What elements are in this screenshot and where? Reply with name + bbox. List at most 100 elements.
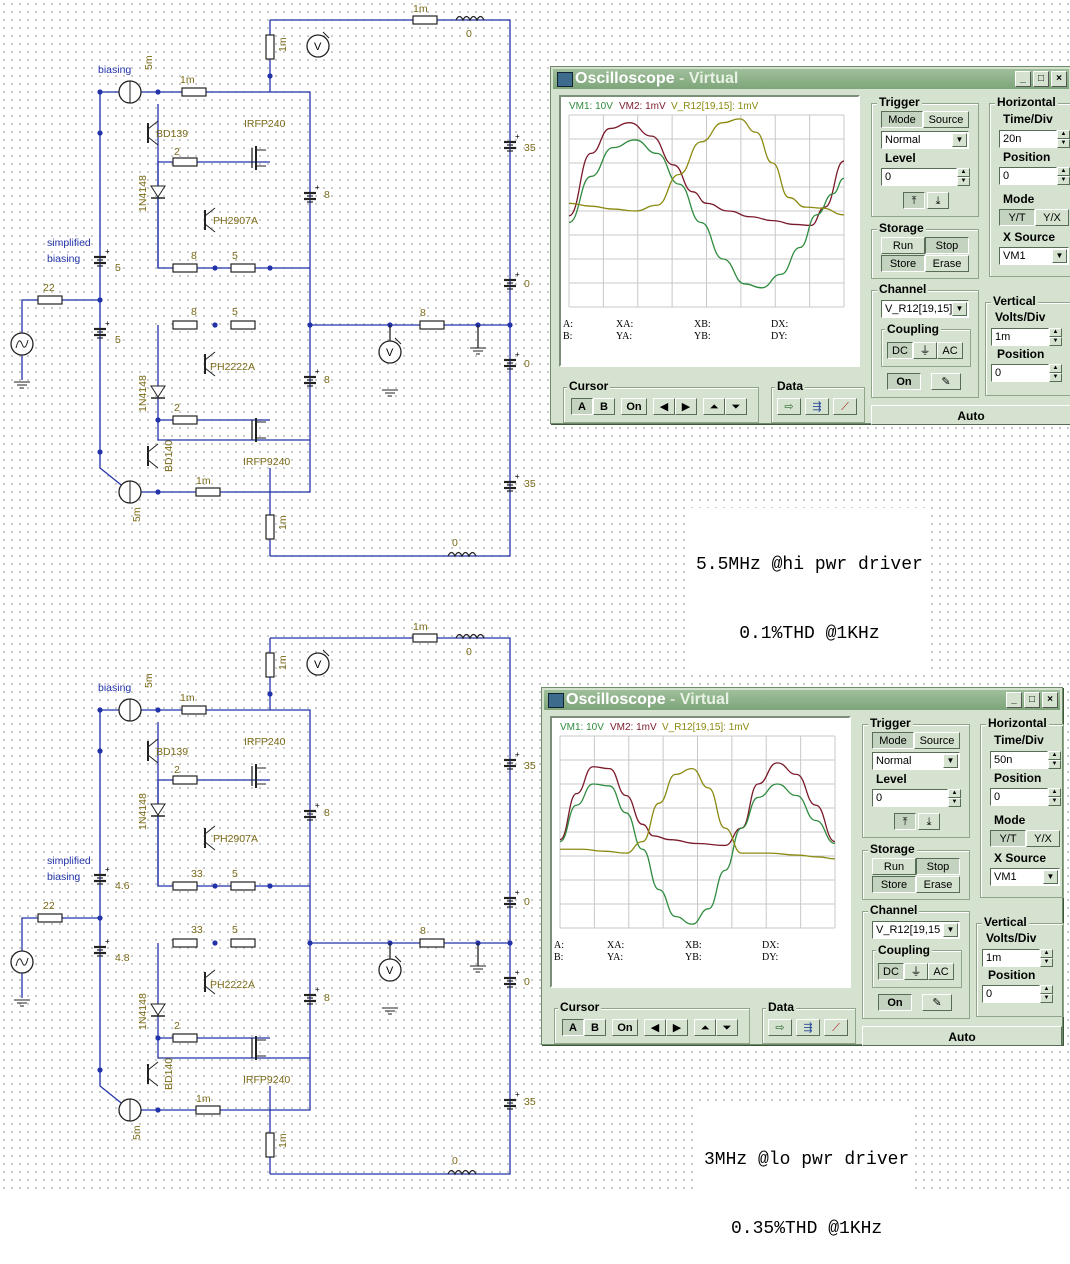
x-source-select[interactable]: VM1▼ [999,247,1069,265]
chevron-down-icon[interactable]: ▼ [943,923,958,937]
volts-div-spinner[interactable]: ▲▼ [1049,328,1062,346]
cursor-down-icon[interactable]: ⏷ [725,398,747,415]
maximize-icon[interactable]: □ [1033,71,1049,87]
cursor-left-icon[interactable]: ◀ [653,398,675,415]
spin-down-icon[interactable]: ▼ [957,177,970,186]
spin-down-icon[interactable]: ▼ [1048,797,1061,806]
spin-down-icon[interactable]: ▼ [1057,176,1070,185]
channel-on-button[interactable]: On [878,994,912,1011]
trigger-falling-edge-button[interactable]: ⤓ [927,192,949,209]
cursor-b-button[interactable]: B [593,398,615,415]
close-icon[interactable]: × [1042,692,1058,708]
time-div-spinner[interactable]: ▲▼ [1057,130,1070,148]
spin-down-icon[interactable]: ▼ [948,798,961,807]
channel-select[interactable]: V_R12[19,15▼ [872,921,960,939]
spin-up-icon[interactable]: ▲ [1040,949,1053,958]
channel-on-button[interactable]: On [887,373,921,390]
time-div-input[interactable]: 50n [990,751,1048,769]
cursor-left-icon[interactable]: ◀ [644,1019,666,1036]
oscilloscope-window-hi-pwr[interactable]: Oscilloscope - Virtual _ □ × VM1: 10V VM… [550,66,1070,425]
minimize-icon[interactable]: _ [1015,71,1031,87]
cursor-right-icon[interactable]: ▶ [675,398,697,415]
yx-mode-button[interactable]: Y/X [1026,830,1060,847]
trigger-source-button[interactable]: Source [923,111,969,128]
spin-up-icon[interactable]: ▲ [1048,751,1061,760]
spin-up-icon[interactable]: ▲ [1048,788,1061,797]
spin-up-icon[interactable]: ▲ [1057,167,1070,176]
dc-coupling-button[interactable]: DC [887,342,913,359]
spin-up-icon[interactable]: ▲ [957,168,970,177]
trigger-level-input[interactable]: 0 [872,789,948,807]
cursor-down-icon[interactable]: ⏷ [716,1019,738,1036]
cursor-on-button[interactable]: On [621,398,647,415]
cursor-up-icon[interactable]: ⏶ [694,1019,716,1036]
chevron-down-icon[interactable]: ▼ [1052,249,1067,263]
run-button[interactable]: Run [872,858,916,875]
spin-down-icon[interactable]: ▼ [1040,958,1053,967]
stop-button[interactable]: Stop [916,858,960,875]
volts-div-spinner[interactable]: ▲▼ [1040,949,1053,967]
auto-button[interactable]: Auto [862,1026,1062,1046]
h-position-input[interactable]: 0 [999,167,1057,185]
spin-up-icon[interactable]: ▲ [1040,985,1053,994]
trigger-mode-button[interactable]: Mode [881,111,923,128]
title-bar[interactable]: Oscilloscope - Virtual _ □ × [553,69,1069,89]
run-button[interactable]: Run [881,237,925,254]
yx-mode-button[interactable]: Y/X [1035,209,1069,226]
spin-up-icon[interactable]: ▲ [948,789,961,798]
v-position-spinner[interactable]: ▲▼ [1049,364,1062,382]
cursor-up-icon[interactable]: ⏶ [703,398,725,415]
trigger-mode-select[interactable]: Normal▼ [872,752,960,770]
ac-coupling-button[interactable]: AC [928,963,954,980]
spin-up-icon[interactable]: ▲ [1057,130,1070,139]
minimize-icon[interactable]: _ [1006,692,1022,708]
erase-button[interactable]: Erase [916,876,960,893]
chevron-down-icon[interactable]: ▼ [952,302,967,316]
data-export-icon[interactable]: ⇶ [796,1019,820,1036]
spin-down-icon[interactable]: ▼ [1048,760,1061,769]
spin-up-icon[interactable]: ▲ [1049,364,1062,373]
pen-color-button[interactable]: ✎ [922,994,952,1011]
auto-button[interactable]: Auto [871,405,1070,425]
chevron-down-icon[interactable]: ▼ [943,754,958,768]
erase-button[interactable]: Erase [925,255,969,272]
trigger-rising-edge-button[interactable]: ⤒ [903,192,925,209]
maximize-icon[interactable]: □ [1024,692,1040,708]
data-import-icon[interactable]: ⇨ [768,1019,792,1036]
chevron-down-icon[interactable]: ▼ [1043,870,1058,884]
trigger-mode-select[interactable]: Normal▼ [881,131,969,149]
time-div-input[interactable]: 20n [999,130,1057,148]
trigger-level-input[interactable]: 0 [881,168,957,186]
trigger-falling-edge-button[interactable]: ⤓ [918,813,940,830]
trigger-level-spinner[interactable]: ▲▼ [957,168,970,186]
data-export-icon[interactable]: ⇶ [805,398,829,415]
title-bar[interactable]: Oscilloscope - Virtual _ □ × [544,690,1060,710]
cursor-a-button[interactable]: A [562,1019,584,1036]
cursor-a-button[interactable]: A [571,398,593,415]
x-source-select[interactable]: VM1▼ [990,868,1060,886]
cursor-on-button[interactable]: On [612,1019,638,1036]
spin-down-icon[interactable]: ▼ [1049,337,1062,346]
time-div-spinner[interactable]: ▲▼ [1048,751,1061,769]
spin-down-icon[interactable]: ▼ [1040,994,1053,1003]
h-position-spinner[interactable]: ▲▼ [1057,167,1070,185]
yt-mode-button[interactable]: Y/T [999,209,1035,226]
dc-coupling-button[interactable]: DC [878,963,904,980]
channel-select[interactable]: V_R12[19,15]▼ [881,300,969,318]
v-position-input[interactable]: 0 [991,364,1049,382]
store-button[interactable]: Store [881,255,925,272]
volts-div-input[interactable]: 1m [991,328,1049,346]
h-position-input[interactable]: 0 [990,788,1048,806]
yt-mode-button[interactable]: Y/T [990,830,1026,847]
close-icon[interactable]: × [1051,71,1067,87]
trigger-mode-button[interactable]: Mode [872,732,914,749]
data-plot-icon[interactable]: ⟋ [824,1019,848,1036]
oscilloscope-window-lo-pwr[interactable]: Oscilloscope - Virtual _ □ × VM1: 10V VM… [541,687,1064,1046]
ground-coupling-button[interactable]: ⏚ [904,963,928,980]
h-position-spinner[interactable]: ▲▼ [1048,788,1061,806]
spin-down-icon[interactable]: ▼ [1057,139,1070,148]
spin-up-icon[interactable]: ▲ [1049,328,1062,337]
data-import-icon[interactable]: ⇨ [777,398,801,415]
data-plot-icon[interactable]: ⟋ [833,398,857,415]
trigger-rising-edge-button[interactable]: ⤒ [894,813,916,830]
